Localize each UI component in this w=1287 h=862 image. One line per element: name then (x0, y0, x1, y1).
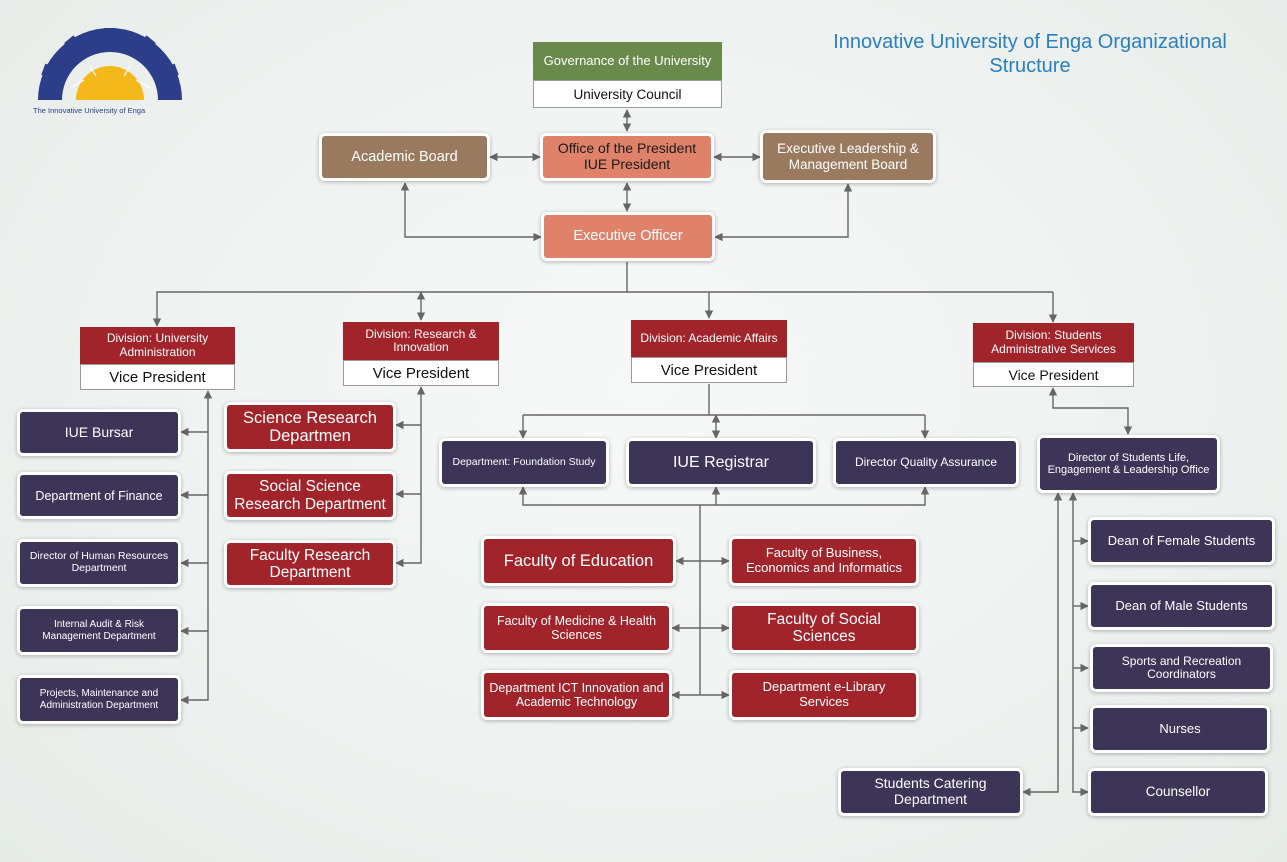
academic-board: Academic Board (319, 133, 490, 181)
office-of-the-president: Office of the President IUE President (540, 133, 714, 181)
governance-header: Governance of the University (533, 42, 722, 80)
faculty-of-medicine: Faculty of Medicine & Health Sciences (481, 603, 672, 653)
department-foundation-study: Department: Foundation Study (439, 438, 609, 487)
division-research-header: Division: Research & Innovation (343, 322, 499, 360)
director-students-life: Director of Students Life, Engagement & … (1037, 435, 1220, 493)
division-academic-vp: Vice President (631, 357, 787, 383)
division-admin-vp: Vice President (80, 364, 235, 390)
director-human-resources: Director of Human Resources Department (17, 539, 181, 587)
department-e-library: Department e-Library Services (729, 670, 919, 720)
department-of-finance: Department of Finance (17, 472, 181, 519)
internal-audit-risk: Internal Audit & Risk Management Departm… (17, 606, 181, 655)
university-council: University Council (533, 80, 722, 108)
university-logo (38, 28, 182, 100)
iue-registrar: IUE Registrar (626, 438, 816, 487)
faculty-research-department: Faculty Research Department (224, 540, 396, 588)
division-students-vp: Vice President (973, 362, 1134, 387)
social-science-research-department: Social Science Research Department (224, 471, 396, 520)
executive-officer: Executive Officer (541, 212, 715, 261)
division-students-header: Division: Students Administrative Servic… (973, 323, 1134, 362)
executive-leadership-board: Executive Leadership & Management Board (760, 130, 936, 183)
nurses: Nurses (1090, 705, 1270, 753)
faculty-of-social-sciences: Faculty of Social Sciences (729, 603, 919, 653)
iue-bursar: IUE Bursar (17, 409, 181, 456)
faculty-of-education: Faculty of Education (481, 536, 676, 586)
counsellor: Counsellor (1088, 768, 1268, 816)
students-catering-department: Students Catering Department (838, 768, 1023, 816)
faculty-of-business: Faculty of Business, Economics and Infor… (729, 536, 919, 586)
logo-caption: The Innovative University of Enga (33, 106, 146, 115)
dean-of-female-students: Dean of Female Students (1088, 517, 1275, 565)
division-academic-header: Division: Academic Affairs (631, 320, 787, 357)
division-research-vp: Vice President (343, 360, 499, 386)
division-admin-header: Division: University Administration (80, 327, 235, 364)
dean-of-male-students: Dean of Male Students (1088, 582, 1275, 630)
sports-recreation-coordinators: Sports and Recreation Coordinators (1090, 644, 1273, 692)
chart-title: Innovative University of Enga Organizati… (833, 31, 1227, 78)
director-quality-assurance: Director Quality Assurance (833, 438, 1019, 487)
science-research-department: Science Research Departmen (224, 402, 396, 452)
department-ict-innovation: Department ICT Innovation and Academic T… (481, 670, 672, 720)
projects-maintenance-admin: Projects, Maintenance and Administration… (17, 675, 181, 724)
